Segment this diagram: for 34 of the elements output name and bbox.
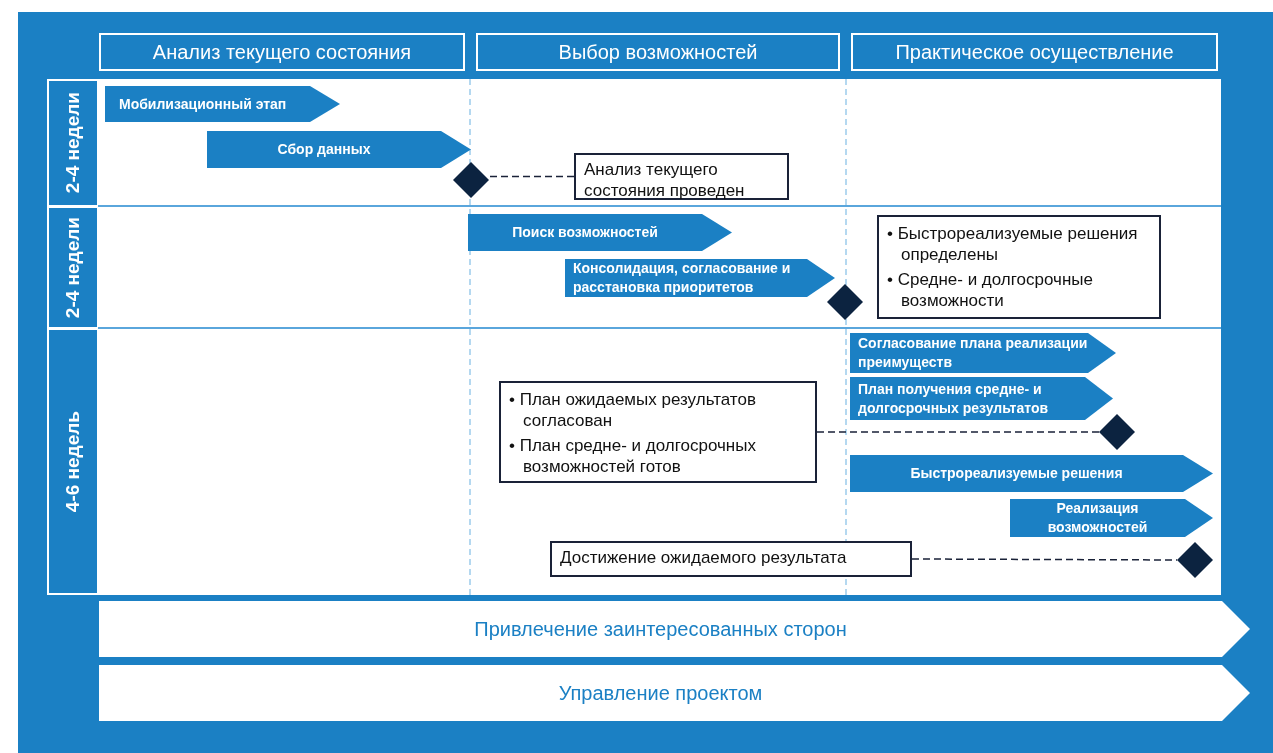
milestone-diamond [453, 162, 489, 198]
duration-cell [47, 79, 99, 207]
dashed-leader-line [488, 175, 575, 178]
bullet-item: • План ожидаемых результатов согласован [509, 389, 757, 431]
bullet-item: • Быстрореализуемые решения определены [887, 223, 1139, 265]
task-bar: Консолидация, согласование и расстановка приоритетов [565, 259, 835, 297]
task-bar: Быстрореализуемые решения [850, 455, 1213, 492]
phase-header: Практическое осуществление [851, 33, 1218, 71]
note-box [499, 381, 817, 483]
workstream-band: Привлечение заинтересованных сторон [99, 601, 1250, 657]
phase-header: Анализ текущего состояния [99, 33, 465, 71]
task-bar: Согласование плана реализации преимуществ [850, 333, 1116, 373]
milestone-diamond [1099, 414, 1135, 450]
note-box: Анализ текущего состояния проведен [574, 153, 789, 200]
dashed-leader-line [911, 558, 1178, 561]
duration-cell [47, 206, 99, 329]
milestone-diamond [827, 284, 863, 320]
task-bar: Сбор данных [207, 131, 471, 168]
task-bar: План получения средне- и долгосрочных результатов [850, 377, 1113, 420]
milestone-diamond [1177, 542, 1213, 578]
dashed-leader-line [816, 431, 1100, 433]
duration-label: 2-4 недели [62, 92, 84, 194]
note-box: Достижение ожидаемого результата [550, 541, 912, 577]
task-bar: Мобилизационный этап [105, 86, 340, 122]
duration-cell [47, 328, 99, 595]
task-bar: Поиск возможностей [468, 214, 732, 251]
duration-label: 4-6 недель [62, 410, 84, 513]
note-box [877, 215, 1161, 319]
duration-label: 2-4 недели [62, 216, 84, 319]
bullet-item: • План средне- и долгосрочных возможностей готов [509, 435, 757, 477]
phase-header: Выбор возможностей [476, 33, 840, 71]
workstream-band: Управление проектом [99, 665, 1250, 721]
bullet-item: • Средне- и долгосрочные возможности [887, 269, 1094, 311]
task-bar: Реализация возможностей [1010, 499, 1213, 537]
